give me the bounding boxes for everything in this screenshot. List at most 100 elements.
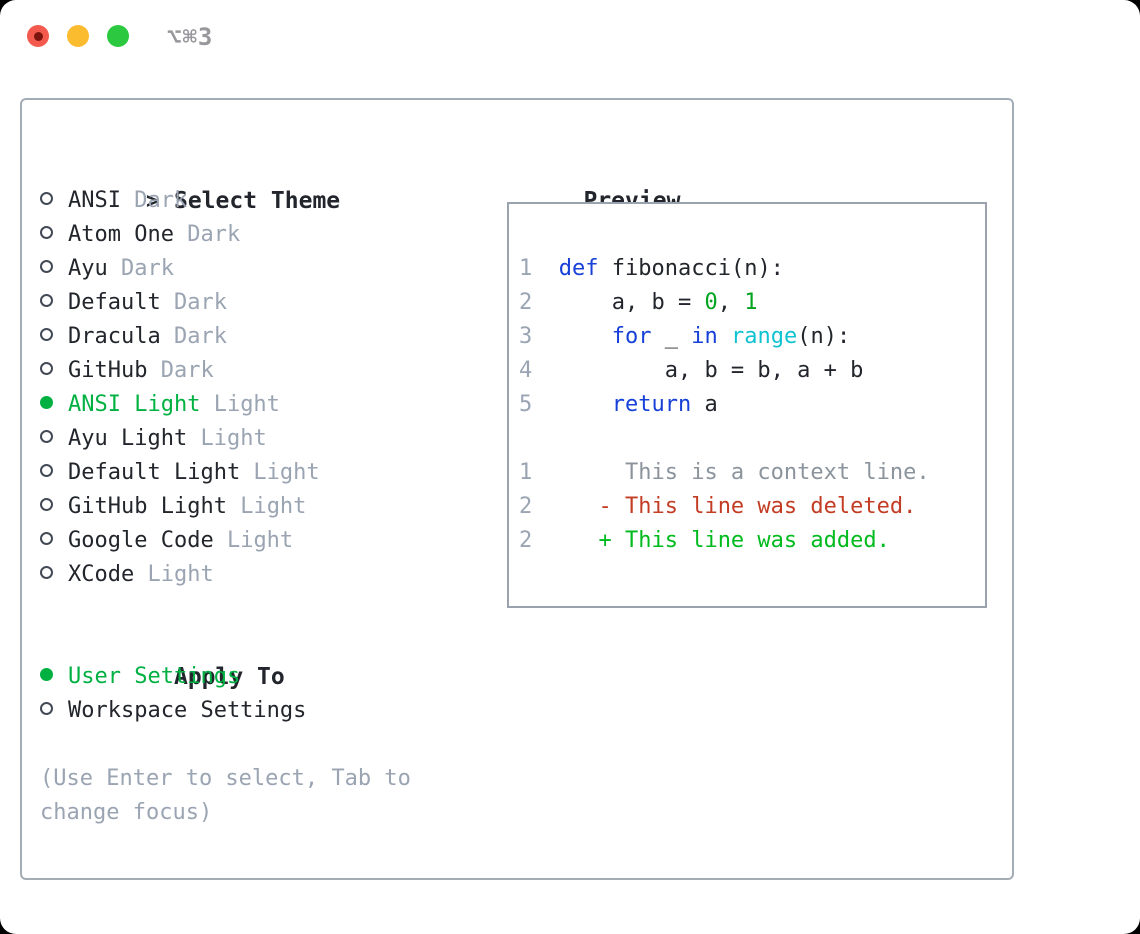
select-theme-header: > Select Theme xyxy=(40,150,500,214)
option-label: ANSI xyxy=(68,188,121,213)
option-variant: Dark xyxy=(147,358,214,383)
code-segment-kw: for xyxy=(611,324,652,349)
code-segment-kw: return xyxy=(611,392,692,417)
option-label: GitHub xyxy=(68,358,148,383)
code-line: 1 This is a context line. xyxy=(519,456,985,490)
code-line: 3 for _ in range(n): xyxy=(519,320,985,354)
code-segment-builtin: range xyxy=(730,324,798,349)
option-label: GitHub Light xyxy=(68,494,227,519)
titlebar: ⌥⌘3 xyxy=(0,0,1140,72)
radio-unselected-icon xyxy=(40,558,68,592)
code-line: 2 a, b = 0, 1 xyxy=(519,286,985,320)
theme-option-default[interactable]: Default Dark xyxy=(40,286,500,320)
theme-option-github[interactable]: GitHub Dark xyxy=(40,354,500,388)
code-segment-add: + This line was added. xyxy=(558,528,890,553)
theme-option-xcode[interactable]: XCode Light xyxy=(40,558,500,592)
code-segment-del: - This line was deleted. xyxy=(558,494,917,519)
code-segment-ctx: This is a context line. xyxy=(558,460,930,485)
code-segment-ln: 2 xyxy=(519,290,559,315)
radio-unselected-icon xyxy=(40,184,68,218)
code-line: 4 a, b = b, a + b xyxy=(519,354,985,388)
radio-unselected-icon xyxy=(40,252,68,286)
theme-option-ansi[interactable]: ANSI Dark xyxy=(40,184,500,218)
option-label: Ayu xyxy=(68,256,108,281)
code-segment-ln: 2 xyxy=(519,528,559,553)
option-variant: Dark xyxy=(173,222,241,247)
code-segment-num: 0 xyxy=(704,290,718,315)
radio-selected-icon xyxy=(40,388,68,422)
theme-option-ayu[interactable]: Ayu Dark xyxy=(40,252,500,286)
close-dot-icon xyxy=(33,31,43,41)
code-segment-ln: 1 xyxy=(519,460,559,485)
theme-option-ayu-light[interactable]: Ayu Light Light xyxy=(40,422,500,456)
code-segment-kw: in xyxy=(691,324,718,349)
option-label: ANSI Light xyxy=(68,392,201,417)
radio-selected-icon xyxy=(40,660,68,694)
option-label: User Settings xyxy=(68,664,241,689)
window-title: ⌥⌘3 xyxy=(167,23,214,51)
code-segment-ln: 5 xyxy=(519,392,559,417)
radio-unselected-icon xyxy=(40,218,68,252)
code-line: 5 return a xyxy=(519,388,985,422)
option-label: Atom One xyxy=(68,222,174,247)
code-segment-code xyxy=(559,392,612,417)
apply-to-title: Apply To xyxy=(173,664,285,690)
hint-line-1: (Use Enter to select, Tab to xyxy=(40,766,411,791)
zoom-button[interactable] xyxy=(107,25,129,47)
code-segment-code: a, b = xyxy=(558,290,705,315)
radio-unselected-icon xyxy=(40,694,68,728)
traffic-lights xyxy=(27,25,129,47)
code-line: 2 - This line was deleted. xyxy=(519,490,985,524)
radio-unselected-icon xyxy=(40,456,68,490)
theme-option-ansi-light[interactable]: ANSI Light Light xyxy=(40,388,500,422)
option-variant: Dark xyxy=(160,290,227,315)
theme-option-atom-one[interactable]: Atom One Dark xyxy=(40,218,500,252)
radio-unselected-icon xyxy=(40,422,68,456)
close-button[interactable] xyxy=(27,25,49,47)
code-segment-code xyxy=(718,324,731,349)
hint-line-2: change focus) xyxy=(40,800,213,825)
theme-option-default-light[interactable]: Default Light Light xyxy=(40,456,500,490)
cursor-prefix-icon: > xyxy=(145,189,160,214)
code-segment-code: , xyxy=(717,290,745,315)
apply-option-workspace-settings[interactable]: Workspace Settings xyxy=(40,694,500,728)
code-segment-ln: 4 xyxy=(519,358,559,383)
code-segment-code: _ xyxy=(651,324,692,349)
theme-option-google-code[interactable]: Google Code Light xyxy=(40,524,500,558)
radio-unselected-icon xyxy=(40,490,68,524)
preview-header: Preview xyxy=(504,150,680,214)
code-segment-kw: def xyxy=(558,256,599,281)
code-segment-code: (n): xyxy=(797,324,851,349)
minimize-button[interactable] xyxy=(67,25,89,47)
code-line xyxy=(519,422,985,456)
code-segment-code: fibonacci(n): xyxy=(598,256,784,281)
theme-option-github-light[interactable]: GitHub Light Light xyxy=(40,490,500,524)
option-label: Workspace Settings xyxy=(68,698,307,723)
apply-option-user-settings[interactable]: User Settings xyxy=(40,660,500,694)
code-segment-num: 1 xyxy=(744,290,758,315)
option-variant: Dark xyxy=(107,256,174,281)
radio-unselected-icon xyxy=(40,320,68,354)
select-theme-title: Select Theme xyxy=(173,188,341,214)
apply-to-header: Apply To xyxy=(40,626,500,690)
hint-text: (Use Enter to select, Tab to change focu… xyxy=(40,762,500,830)
code-line: 1 def fibonacci(n): xyxy=(519,252,985,286)
theme-option-dracula[interactable]: Dracula Dark xyxy=(40,320,500,354)
spacer xyxy=(40,728,500,762)
code-line: 2 + This line was added. xyxy=(519,524,985,558)
option-variant: Light xyxy=(187,426,267,451)
option-label: Default xyxy=(68,290,161,315)
code-segment-ln: 1 xyxy=(519,256,559,281)
option-label: Google Code xyxy=(68,528,214,553)
option-variant: Light xyxy=(134,562,214,587)
option-label: Default Light xyxy=(68,460,241,485)
code-segment-code: a xyxy=(691,392,718,417)
option-label: Dracula xyxy=(68,324,161,349)
